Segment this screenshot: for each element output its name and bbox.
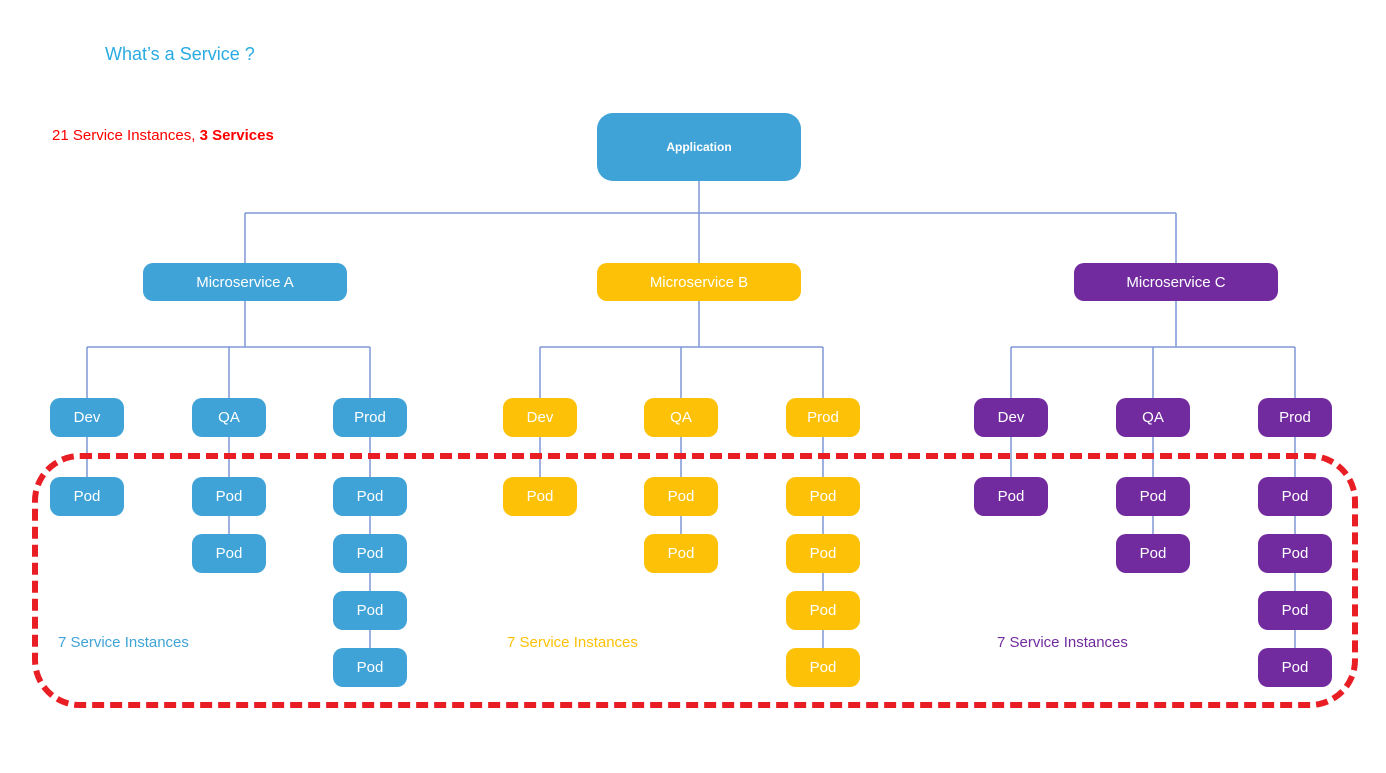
env-node-microservice-a-qa: QA	[192, 398, 266, 437]
pod-node-microservice-a-prod-1: Pod	[333, 477, 407, 516]
pod-node-microservice-c-prod-2: Pod	[1258, 534, 1332, 573]
pod-node-microservice-b-dev-1: Pod	[503, 477, 577, 516]
env-node-microservice-c-dev: Dev	[974, 398, 1048, 437]
env-node-microservice-b-qa: QA	[644, 398, 718, 437]
pod-node-microservice-b-prod-1: Pod	[786, 477, 860, 516]
pod-node-microservice-a-qa-2: Pod	[192, 534, 266, 573]
highlight-region	[32, 453, 1358, 708]
pod-node-microservice-c-dev-1: Pod	[974, 477, 1048, 516]
env-node-microservice-a-prod: Prod	[333, 398, 407, 437]
pod-node-microservice-b-qa-1: Pod	[644, 477, 718, 516]
pod-node-microservice-a-prod-2: Pod	[333, 534, 407, 573]
pod-node-microservice-b-prod-4: Pod	[786, 648, 860, 687]
env-node-microservice-a-dev: Dev	[50, 398, 124, 437]
env-node-microservice-b-dev: Dev	[503, 398, 577, 437]
count-label-microservice-a: 7 Service Instances	[58, 634, 189, 651]
pod-node-microservice-c-prod-1: Pod	[1258, 477, 1332, 516]
page-title: What’s a Service ?	[105, 44, 255, 64]
microservice-b-node: Microservice B	[597, 263, 801, 301]
count-label-microservice-c: 7 Service Instances	[997, 634, 1128, 651]
instance-summary: 21 Service Instances, 3 Services	[52, 127, 274, 144]
pod-node-microservice-c-qa-1: Pod	[1116, 477, 1190, 516]
pod-node-microservice-b-qa-2: Pod	[644, 534, 718, 573]
pod-node-microservice-b-prod-3: Pod	[786, 591, 860, 630]
microservice-a-node: Microservice A	[143, 263, 347, 301]
pod-node-microservice-a-dev-1: Pod	[50, 477, 124, 516]
application-node: Application	[597, 113, 801, 181]
pod-node-microservice-c-prod-4: Pod	[1258, 648, 1332, 687]
instance-summary-prefix: 21 Service Instances,	[52, 127, 200, 144]
env-node-microservice-c-qa: QA	[1116, 398, 1190, 437]
env-node-microservice-b-prod: Prod	[786, 398, 860, 437]
pod-node-microservice-b-prod-2: Pod	[786, 534, 860, 573]
pod-node-microservice-c-prod-3: Pod	[1258, 591, 1332, 630]
pod-node-microservice-c-qa-2: Pod	[1116, 534, 1190, 573]
instance-summary-bold: 3 Services	[199, 127, 274, 144]
pod-node-microservice-a-qa-1: Pod	[192, 477, 266, 516]
pod-node-microservice-a-prod-3: Pod	[333, 591, 407, 630]
pod-node-microservice-a-prod-4: Pod	[333, 648, 407, 687]
env-node-microservice-c-prod: Prod	[1258, 398, 1332, 437]
count-label-microservice-b: 7 Service Instances	[507, 634, 638, 651]
microservice-c-node: Microservice C	[1074, 263, 1278, 301]
